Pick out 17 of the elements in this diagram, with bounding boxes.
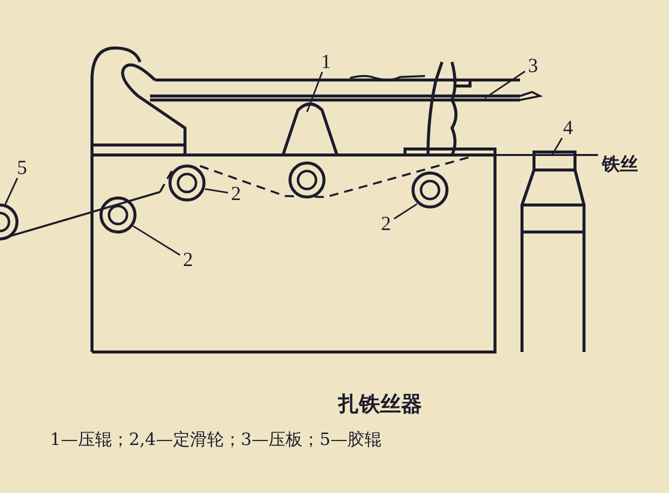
- leader-line: [306, 72, 323, 112]
- leader-line: [204, 188, 228, 194]
- figure-caption: 1—压辊；2,4—定滑轮；3—压板；5—胶辊: [50, 429, 382, 451]
- callout-number: 1: [318, 52, 334, 72]
- leader-line: [484, 70, 526, 99]
- callout-number: 2: [180, 250, 196, 270]
- leader-line: [551, 138, 563, 156]
- callout-number: 2: [228, 184, 244, 204]
- callout-number: 4: [560, 118, 576, 138]
- callout-number: 2: [378, 214, 394, 234]
- leader-line: [4, 178, 18, 206]
- figure-title: 扎铁丝器: [336, 391, 423, 418]
- part-label: 铁丝: [602, 153, 638, 176]
- leader-line: [394, 203, 418, 220]
- leader-line: [132, 225, 180, 256]
- callout-number: 3: [525, 56, 541, 76]
- callout-number: 5: [14, 158, 30, 178]
